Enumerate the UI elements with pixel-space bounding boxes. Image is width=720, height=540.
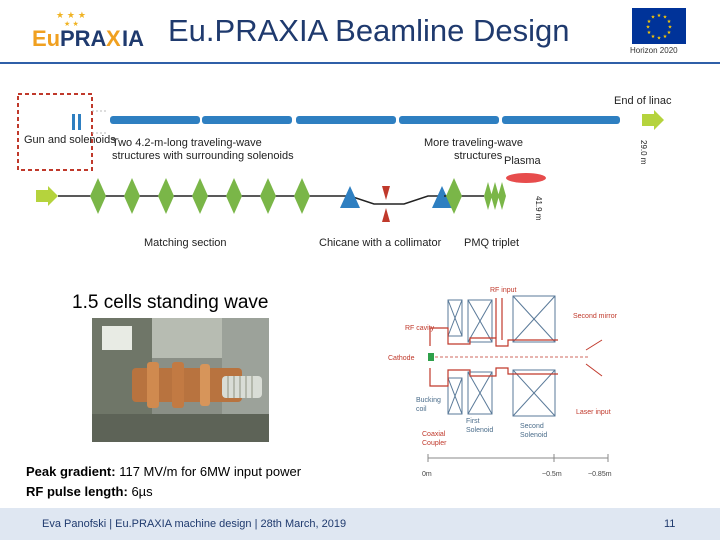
rf-structures-top	[110, 116, 620, 124]
eupraxia-logo: ★ ★ ★ ★ ★ Eu PRA X IA	[30, 6, 155, 54]
entry-arrow-icon	[36, 186, 58, 206]
rf-gun-photo	[92, 318, 269, 442]
pmq-quad	[446, 178, 462, 214]
length-bottom-label: 41.9 m	[534, 196, 543, 221]
svg-text:structures: structures	[454, 150, 503, 162]
plasma-label: Plasma	[504, 155, 542, 167]
footer-text: Eva Panofski | Eu.PRAXIA machine design …	[42, 518, 346, 530]
more-structures-label: More traveling-wave	[424, 137, 523, 149]
spec-notes: Peak gradient: 117 MV/m for 6MW input po…	[26, 462, 301, 502]
svg-text:structures with surrounding so: structures with surrounding solenoids	[112, 150, 294, 162]
cathode-label: Cathode	[388, 355, 415, 362]
cathode-icon	[428, 353, 434, 361]
eu-flag-icon: ★★★ ★★★ ★★★ ★★★	[632, 8, 686, 44]
two-structures-label: Two 4.2-m-long traveling-wave	[112, 137, 262, 149]
svg-text:PRA: PRA	[60, 26, 107, 51]
solenoid-icon	[78, 114, 81, 130]
page-number: 11	[664, 518, 675, 530]
collimator-upper	[382, 186, 390, 200]
beamline-schematic: Gun and solenoids Two 4.2-m-long traveli…	[14, 86, 704, 256]
svg-text:★: ★	[651, 34, 656, 40]
svg-text:★: ★	[667, 30, 672, 36]
gradient-line: Peak gradient: 117 MV/m for 6MW input po…	[26, 462, 301, 482]
coaxial-coupler-label: Coaxial	[422, 431, 446, 438]
svg-text:coil: coil	[416, 406, 427, 413]
svg-text:Eu: Eu	[32, 26, 60, 51]
end-of-linac-label: End of linac	[614, 95, 672, 107]
rf-gun-cavity-diagram: RF input RF cavity Second mirror Cathode…	[378, 280, 638, 480]
second-solenoid-label: Second	[520, 423, 544, 430]
horizon-caption: Horizon 2020	[630, 46, 678, 55]
gun-highlight-box	[18, 94, 92, 170]
pulse-line: RF pulse length: 6µs	[26, 482, 301, 502]
header-divider	[0, 62, 720, 64]
svg-text:X: X	[106, 26, 121, 51]
scale-085m: ~0.85m	[588, 471, 612, 478]
matching-section-label: Matching section	[144, 237, 227, 249]
scale-0m: 0m	[422, 471, 432, 478]
plasma-cell	[506, 173, 546, 183]
svg-text:★: ★	[663, 34, 668, 40]
bucking-coil-label: Bucking	[416, 397, 441, 404]
svg-text:★: ★	[646, 25, 651, 31]
pmq-triplet	[484, 182, 506, 210]
svg-text:Solenoid: Solenoid	[520, 432, 547, 439]
svg-text:★: ★	[657, 36, 662, 42]
svg-text:Coupler: Coupler	[422, 440, 447, 447]
first-solenoid-label: First	[466, 418, 480, 425]
slide-title: Eu.PRAXIA Beamline Design	[168, 13, 570, 49]
second-mirror-label: Second mirror	[573, 313, 618, 320]
svg-text:★: ★	[647, 30, 652, 36]
section-subtitle: 1.5 cells standing wave	[72, 292, 268, 314]
laser-input-label: Laser input	[576, 409, 611, 416]
svg-text:Solenoid: Solenoid	[466, 427, 493, 434]
gun-label: Gun and solenoids	[24, 134, 116, 146]
svg-text:★: ★	[657, 13, 662, 19]
svg-text:IA: IA	[122, 26, 144, 51]
length-top-label: 29.0 m	[639, 140, 648, 165]
collimator-lower	[382, 208, 390, 222]
exit-arrow-icon	[642, 110, 664, 130]
scale-05m: ~0.5m	[542, 471, 562, 478]
chicane-label: Chicane with a collimator	[319, 237, 442, 249]
svg-text:★: ★	[651, 15, 656, 21]
pmq-label: PMQ triplet	[464, 237, 519, 249]
gun-icon	[72, 114, 75, 130]
rf-input-label: RF input	[490, 287, 517, 294]
